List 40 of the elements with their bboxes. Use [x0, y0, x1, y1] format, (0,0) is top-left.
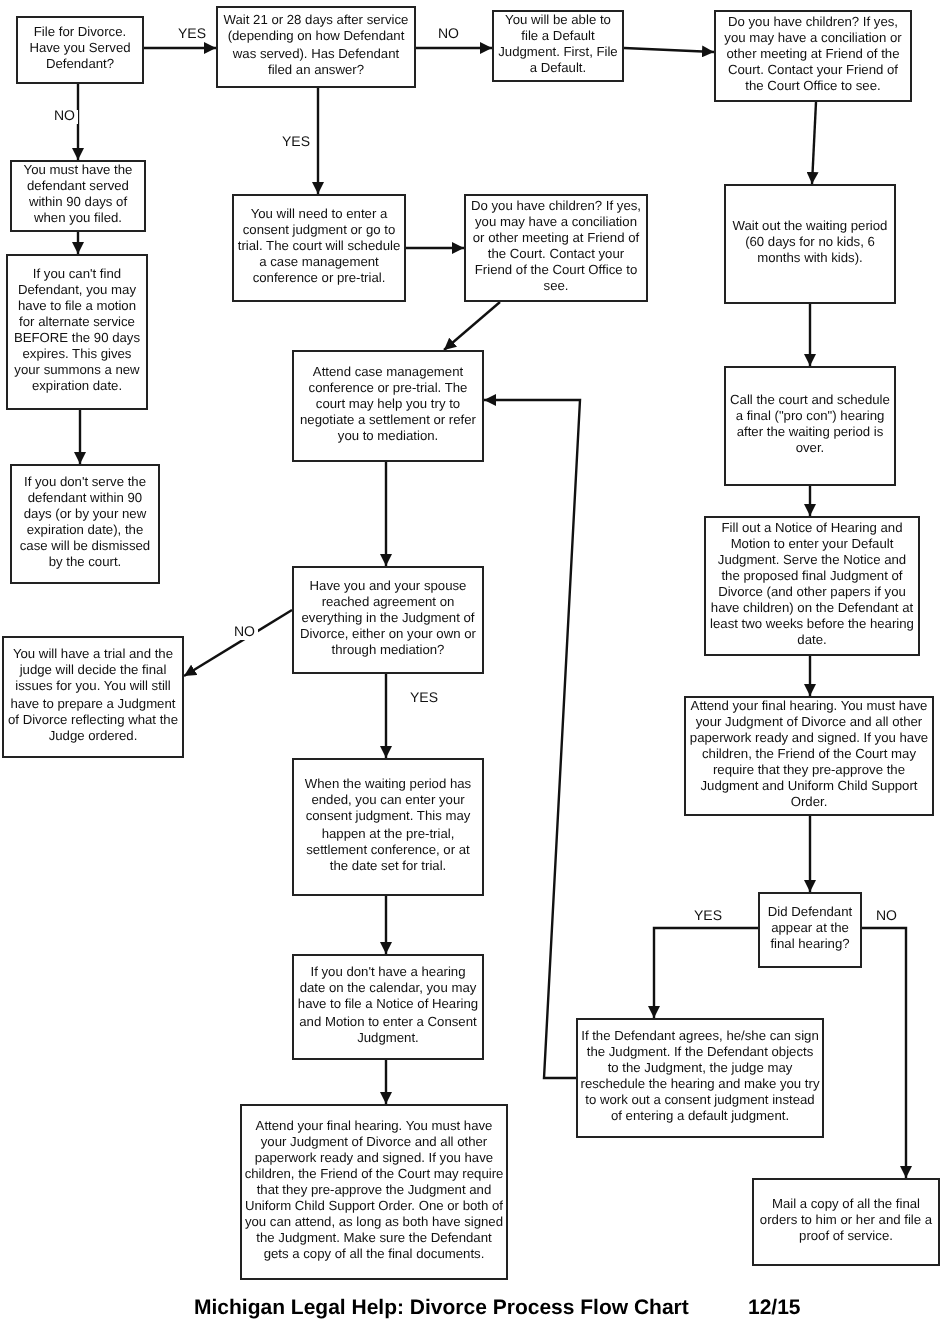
arrow	[648, 926, 758, 1018]
process-box	[6, 254, 148, 410]
process-box	[724, 366, 896, 486]
arrow	[623, 45, 715, 58]
arrow	[74, 410, 86, 464]
arrow	[380, 462, 392, 566]
arrow	[862, 926, 912, 1178]
arrow	[443, 301, 501, 351]
arrow	[804, 304, 816, 366]
process-box	[724, 184, 896, 304]
arrow	[804, 656, 816, 696]
process-box	[10, 160, 146, 232]
decision-box	[292, 566, 484, 674]
date-label: 12/15	[748, 1296, 801, 1320]
process-box	[576, 1018, 824, 1138]
process-box	[752, 1178, 940, 1266]
process-box	[232, 194, 406, 302]
decision-box	[16, 16, 144, 84]
arrow	[72, 84, 84, 160]
arrow	[380, 1060, 392, 1104]
chart-title: Michigan Legal Help: Divorce Process Flow Chart	[194, 1296, 689, 1320]
arrow	[804, 486, 816, 516]
process-box	[292, 758, 484, 896]
arrow	[416, 42, 492, 54]
arrow	[183, 608, 293, 678]
process-box	[10, 464, 160, 584]
decision-box	[758, 892, 862, 968]
arrow	[144, 42, 216, 54]
process-box	[2, 636, 184, 758]
arrow	[484, 394, 582, 1080]
process-box	[240, 1104, 508, 1280]
arrow	[806, 101, 819, 185]
arrow	[380, 896, 392, 954]
arrow	[406, 242, 464, 254]
arrow	[380, 674, 392, 758]
process-box	[292, 350, 484, 462]
arrow	[312, 88, 324, 194]
arrow	[804, 816, 816, 892]
arrow	[72, 232, 84, 254]
process-box	[292, 954, 484, 1060]
